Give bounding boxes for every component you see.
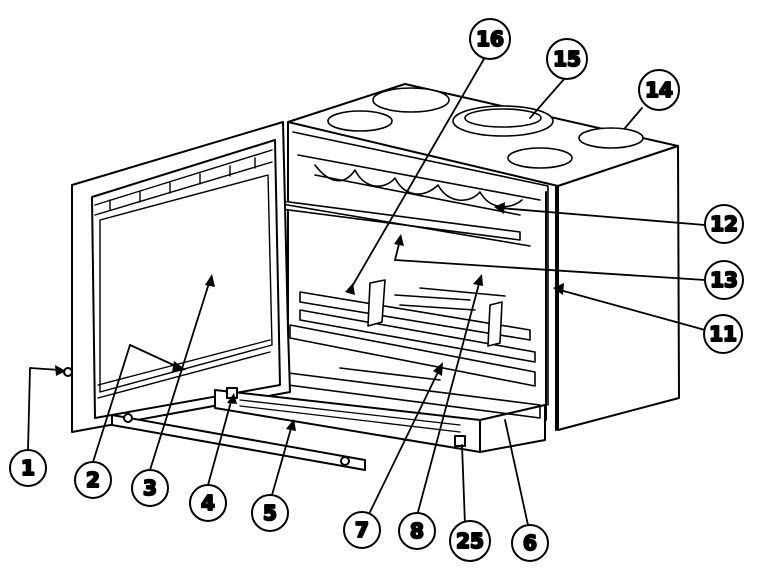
top-vent-openings	[327, 87, 644, 169]
callout-16: 16	[469, 18, 511, 60]
callout-14-label: 14	[645, 78, 673, 102]
callout-bubbles: 1 2 3 4 5 6 7 8	[9, 18, 744, 562]
callout-7-label: 7	[355, 518, 369, 542]
callout-12-label: 12	[710, 212, 738, 236]
callout-5: 5	[251, 494, 289, 532]
arrow-heads	[55, 202, 564, 431]
callout-2-label: 2	[86, 468, 100, 492]
callout-15-label: 15	[553, 47, 581, 71]
callout-12: 12	[704, 204, 744, 244]
callout-6: 6	[511, 524, 549, 562]
callout-15: 15	[546, 38, 588, 80]
callout-4: 4	[189, 484, 227, 522]
callout-25-label: 25	[456, 529, 484, 553]
callout-3-label: 3	[143, 476, 157, 500]
callout-25: 25	[449, 520, 491, 562]
callout-8-label: 8	[410, 519, 424, 543]
callout-13-label: 13	[710, 268, 738, 292]
callout-7: 7	[343, 511, 381, 549]
callout-4-label: 4	[201, 491, 215, 515]
oven-cavity	[242, 131, 549, 419]
callout-16-label: 16	[476, 27, 504, 51]
callout-8: 8	[398, 512, 436, 550]
loose-slide-bar	[111, 413, 366, 471]
callout-3: 3	[131, 469, 169, 507]
callout-1-label: 1	[21, 456, 35, 480]
callout-2: 2	[74, 461, 112, 499]
callout-11: 11	[703, 314, 743, 354]
callout-5-label: 5	[263, 501, 277, 525]
callout-14: 14	[638, 69, 680, 111]
callout-1: 1	[9, 449, 47, 487]
callout-11-label: 11	[709, 322, 737, 346]
callout-6-label: 6	[523, 531, 537, 555]
callout-13: 13	[704, 260, 744, 300]
